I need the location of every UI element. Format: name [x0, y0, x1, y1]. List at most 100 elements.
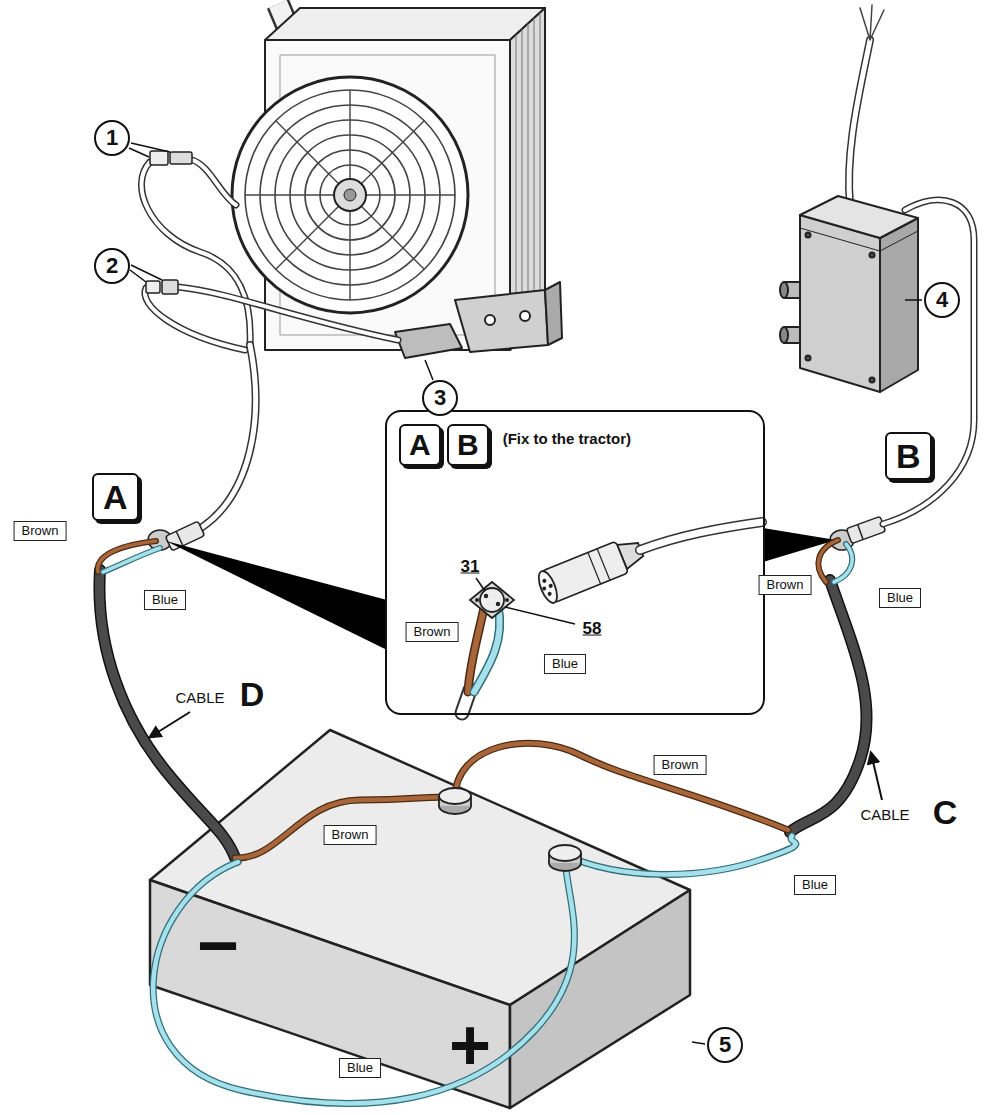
- connector-detail: [535, 569, 561, 606]
- connector-detail: [542, 578, 547, 583]
- cooler-bracket: [485, 315, 495, 325]
- connector-letter: A: [409, 430, 431, 460]
- connector-detail: [470, 582, 514, 618]
- cable-pointer: [150, 712, 190, 737]
- connector-detail: [640, 522, 762, 550]
- cable-letter: C: [931, 794, 960, 830]
- wire-color-tag-text: Brown: [332, 827, 369, 843]
- socket-connector: [846, 516, 885, 543]
- socket-connector: [176, 531, 183, 546]
- connector-detail: [480, 588, 504, 612]
- cable-pointer: [150, 712, 882, 800]
- cooler-bracket: [520, 311, 530, 321]
- fan-wiring: [201, 345, 256, 528]
- oil-cooler: [232, 77, 468, 313]
- battery-wiring: [818, 540, 838, 582]
- wire-color-tag: Brown: [406, 622, 459, 642]
- oil-cooler: [361, 206, 424, 269]
- leader-line: [692, 1042, 705, 1044]
- leader-line: [131, 265, 162, 280]
- wire-color-tag-text: Brown: [22, 523, 59, 539]
- connector-letter-box: A: [399, 424, 441, 466]
- wire-color-tag-text: Brown: [414, 624, 451, 640]
- battery-wiring: [235, 797, 455, 858]
- polarity-sign: −: [197, 909, 239, 981]
- wire-color-tag: Brown: [654, 755, 707, 775]
- cable-pointer: [871, 753, 882, 800]
- connector-detail: [535, 534, 647, 606]
- battery-wiring: [103, 548, 160, 572]
- control-box-cable: [849, 40, 870, 205]
- battery-wiring: [455, 743, 788, 830]
- callout-number-text: 5: [719, 1034, 731, 1056]
- control-box: [780, 327, 788, 343]
- wire-color-tag-text: Blue: [347, 1060, 373, 1076]
- wire-color-tag-text: Blue: [802, 877, 828, 893]
- connector-detail: [588, 552, 601, 584]
- wire-color-tag: Blue: [879, 588, 921, 608]
- callout-number-text: 1: [106, 127, 118, 149]
- oil-cooler: [366, 194, 455, 195]
- connector-detail: [496, 602, 500, 606]
- oil-cooler: [245, 90, 455, 300]
- connector-detail: [474, 606, 500, 692]
- leader-line: [505, 607, 575, 624]
- polarity-sign-text: −: [197, 909, 239, 981]
- battery-wiring: [565, 836, 796, 874]
- callout-number: 3: [422, 380, 458, 416]
- control-box: [806, 356, 811, 361]
- fan-wiring: [178, 287, 398, 340]
- oil-cooler: [334, 179, 366, 211]
- oil-cooler: [540, 13, 541, 323]
- battery-wiring: [565, 836, 796, 874]
- control-box-cable: [860, 5, 884, 40]
- wire-color-tag: Blue: [544, 654, 586, 674]
- leader-line: [131, 143, 170, 152]
- connector-detail: [542, 586, 547, 591]
- connector-letter-box: B: [885, 432, 932, 480]
- oil-cooler: [245, 194, 334, 195]
- oil-cooler: [276, 206, 339, 269]
- leader-line: [129, 143, 922, 1044]
- cable-letter-text: D: [240, 676, 265, 712]
- control-box: [800, 215, 880, 392]
- oil-cooler: [349, 90, 350, 179]
- fan-wiring: [192, 160, 236, 205]
- control-box: [800, 196, 918, 238]
- wire-connector: [150, 151, 168, 165]
- connector-letter-box: A: [92, 473, 139, 521]
- wire-connector: [146, 281, 160, 293]
- battery-wiring: [99, 570, 236, 860]
- polarity-sign: +: [449, 1009, 491, 1081]
- callout-number-text: 3: [434, 387, 446, 409]
- connector-letter: B: [896, 439, 921, 473]
- pin-number: 31: [459, 557, 482, 576]
- cable-name: CABLE: [173, 689, 226, 707]
- wire-color-tag: Blue: [144, 590, 186, 610]
- fan-wiring: [192, 160, 236, 205]
- battery-wiring: [103, 548, 160, 572]
- cooler-bracket: [395, 324, 462, 358]
- wire-connector: [162, 280, 178, 294]
- battery-wiring: [834, 544, 852, 582]
- connector-detail: [484, 594, 488, 598]
- fan-wiring: [145, 288, 245, 350]
- cooler-bracket: [545, 282, 562, 345]
- callout-number-text: 4: [936, 289, 948, 311]
- battery: [510, 890, 690, 1108]
- pin-number: 58: [581, 619, 604, 638]
- connector-letter: B: [457, 430, 479, 460]
- wire-connector: [170, 152, 192, 164]
- control-box-cable: [849, 40, 870, 205]
- leader-line: [129, 148, 149, 157]
- fan-wiring: [201, 345, 256, 528]
- battery-wiring: [790, 580, 867, 832]
- callout-number: 5: [707, 1027, 743, 1063]
- control-box: [780, 196, 918, 392]
- callout-number: 2: [94, 248, 130, 284]
- callout-wedge: [166, 541, 387, 650]
- control-box: [806, 233, 811, 238]
- leader-line: [476, 578, 485, 591]
- leader-line: [905, 299, 922, 301]
- wire-color-tag-text: Brown: [662, 757, 699, 773]
